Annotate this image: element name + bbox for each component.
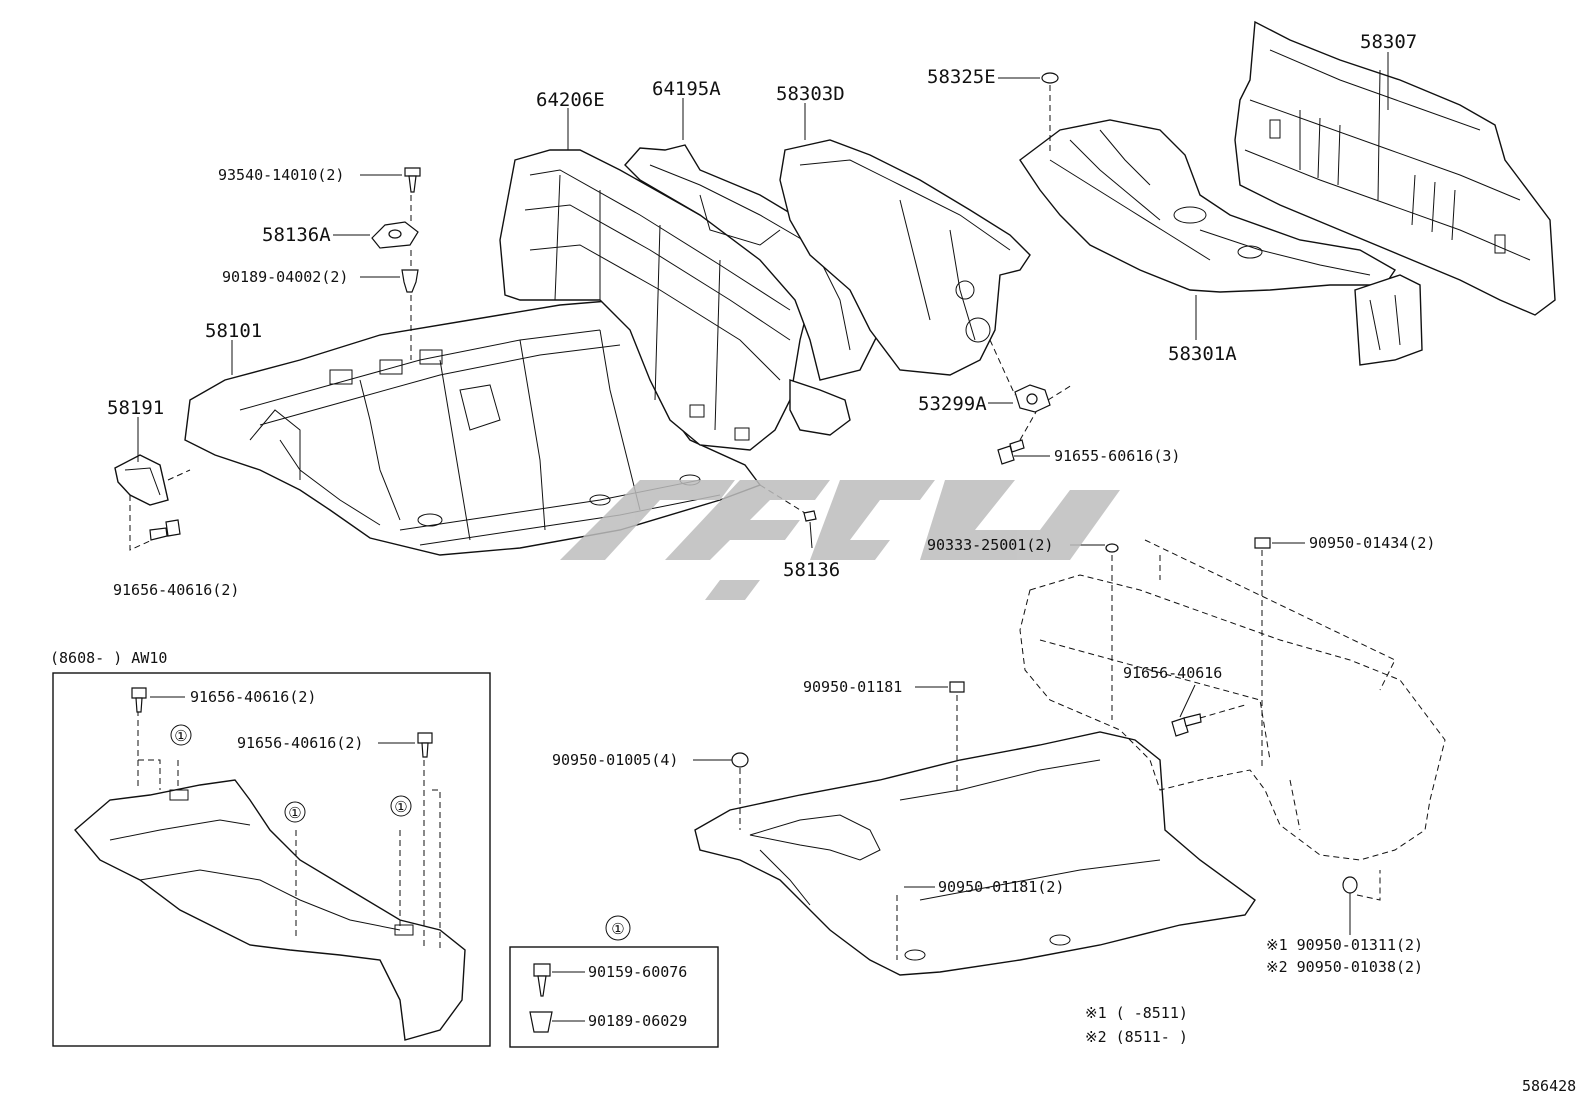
label-58303D[interactable]: 58303D [776,83,845,105]
label-64206E[interactable]: 64206E [536,89,605,111]
label-64195A[interactable]: 64195A [652,78,721,100]
floor-pan-58101[interactable] [184,299,762,556]
label-90159-60076[interactable]: 90159-60076 [588,963,687,981]
label-90950-01181-bottom[interactable]: 90950-01181(2) [938,878,1064,896]
label-91655-60616[interactable]: 91655-60616(3) [1054,447,1180,465]
legend-callout: ① [611,920,624,938]
label-91656-40616-2-a[interactable]: 91656-40616(2) [190,688,316,706]
label-90950-01038[interactable]: ※2 90950-01038(2) [1266,958,1423,976]
label-90950-01005[interactable]: 90950-01005(4) [552,751,678,769]
inset-callout-2: ① [288,804,301,822]
bracket-58191[interactable] [114,454,169,506]
panel-58301A[interactable] [1019,119,1423,366]
inset-callout-1: ① [174,727,187,745]
inset-aw10: ① ① ① (8608- ) AW10 91656-40616(2) 91656… [50,649,491,1047]
upper-cover-dashed [1019,539,1446,861]
label-90950-01181-top[interactable]: 90950-01181 [803,678,902,696]
label-58325E[interactable]: 58325E [927,66,996,88]
label-58301A[interactable]: 58301A [1168,343,1237,365]
panel-58303D[interactable] [779,139,1031,436]
label-90189-06029[interactable]: 90189-06029 [588,1012,687,1030]
label-90950-01434[interactable]: 90950-01434(2) [1309,534,1435,552]
label-90950-01311[interactable]: ※1 90950-01311(2) [1266,936,1423,954]
label-91656-40616-single[interactable]: 91656-40616 [1123,664,1222,682]
label-90333-25001[interactable]: 90333-25001(2) [927,536,1053,554]
label-91656-40616-2-b[interactable]: 91656-40616(2) [237,734,363,752]
hardware-items [149,72,1358,894]
inset-header: (8608- ) AW10 [50,649,167,667]
diagram-code: 586428 [1522,1077,1576,1095]
footnote-1: ※1 ( -8511) [1085,1004,1188,1022]
label-58136A[interactable]: 58136A [262,224,331,246]
footnote-2: ※2 (8511- ) [1085,1028,1188,1046]
watermark-text: کی‌وی‌چر [835,528,844,531]
label-53299A[interactable]: 53299A [918,393,987,415]
label-58101[interactable]: 58101 [205,320,262,342]
inset-callout-3: ① [394,798,407,816]
label-93540-14010[interactable]: 93540-14010(2) [218,166,344,184]
panel-58307[interactable] [1234,20,1556,316]
panel-64206E[interactable] [499,149,811,451]
part-labels: 64206E 64195A 58303D 58325E 58307 93540-… [107,31,1576,1095]
legend-box: ① 90159-60076 90189-06029 [509,915,719,1048]
label-58191[interactable]: 58191 [107,397,164,419]
label-58307[interactable]: 58307 [1360,31,1417,53]
label-91656-40616-main[interactable]: 91656-40616(2) [113,581,239,599]
floor-cover-assembly[interactable] [694,731,1256,976]
watermark-logo: کی‌وی‌چر [560,480,1120,600]
label-58136[interactable]: 58136 [783,559,840,581]
label-90189-04002[interactable]: 90189-04002(2) [222,268,348,286]
leader-lines [129,52,1389,960]
